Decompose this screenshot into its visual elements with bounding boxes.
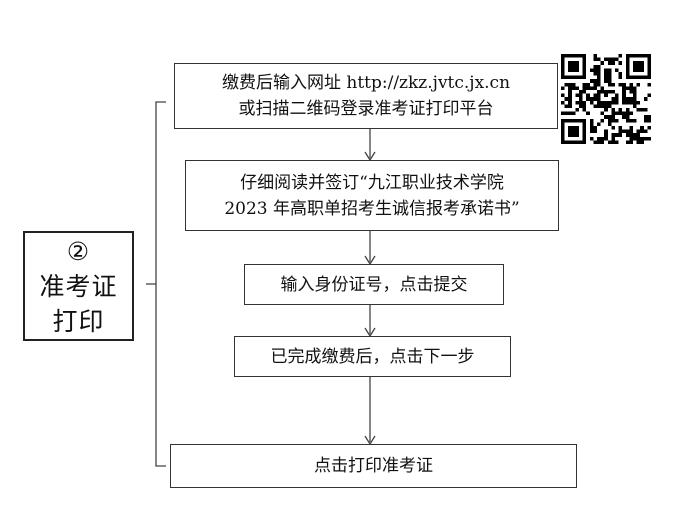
step-3-line1: 输入身份证号，点击提交 bbox=[280, 274, 468, 295]
step-box-enter-id: 输入身份证号，点击提交 bbox=[244, 264, 504, 305]
step-2-line2: 2023 年高职单招考生诚信报考承诺书” bbox=[224, 198, 520, 219]
qr-code-icon bbox=[561, 54, 651, 144]
side-label-line2: 打印 bbox=[52, 306, 105, 336]
bracket-line bbox=[155, 101, 166, 467]
step-4-line1: 已完成缴费后，点击下一步 bbox=[270, 346, 475, 367]
step-box-login: 缴费后输入网址 http://zkz.jvtc.jx.cn 或扫描二维码登录准考… bbox=[174, 63, 558, 129]
step-1-line1: 缴费后输入网址 http://zkz.jvtc.jx.cn bbox=[221, 73, 511, 93]
step-box-print: 点击打印准考证 bbox=[170, 444, 577, 488]
step-5-line1: 点击打印准考证 bbox=[314, 456, 433, 476]
side-label-line1: 准考证 bbox=[39, 271, 118, 301]
side-label-box: ② 准考证 打印 bbox=[23, 231, 134, 341]
step-2-line1: 仔细阅读并签订“九江职业技术学院 bbox=[240, 172, 504, 193]
step-box-sign-pledge: 仔细阅读并签订“九江职业技术学院 2023 年高职单招考生诚信报考承诺书” bbox=[185, 160, 559, 231]
step-1-line2: 或扫描二维码登录准考证打印平台 bbox=[238, 99, 494, 119]
side-label-number: ② bbox=[66, 236, 91, 266]
step-box-next-step: 已完成缴费后，点击下一步 bbox=[234, 336, 511, 377]
